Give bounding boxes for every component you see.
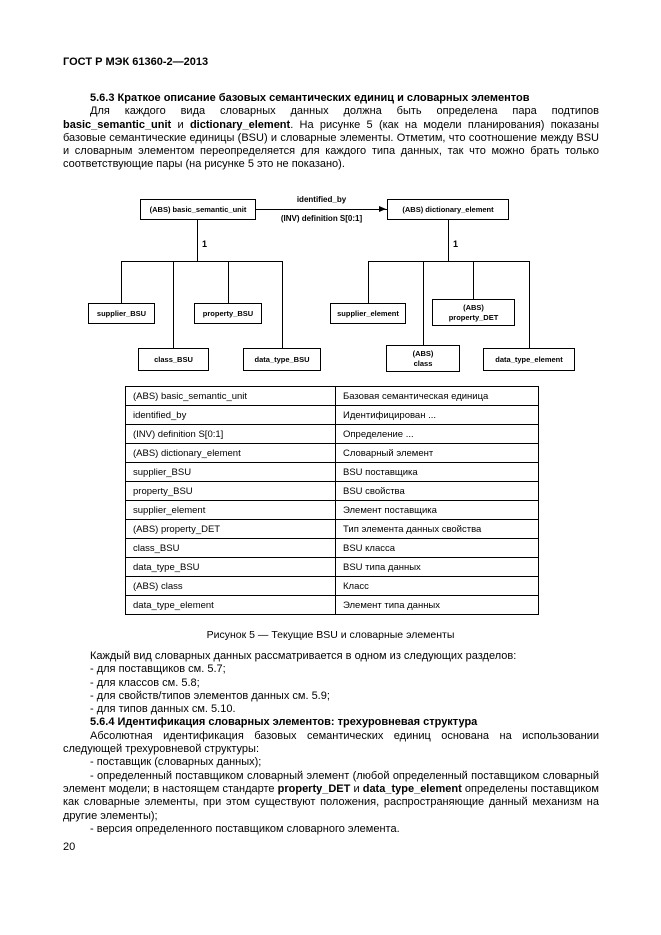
list-item: - для поставщиков см. 5.7; — [90, 663, 226, 676]
section-5-6-3-heading: 5.6.3 Краткое описание базовых семантиче… — [90, 92, 530, 104]
description-cell: Идентифицирован ... — [335, 405, 539, 425]
list-item: - для классов см. 5.8; — [90, 676, 200, 689]
list-item: - для свойств/типов элементов данных см.… — [90, 689, 330, 702]
description-cell: BSU класса — [335, 538, 539, 558]
section-after-figure: Каждый вид словарных данных рассматривае… — [63, 650, 599, 836]
text-segment: - определенный поставщиком словарный эле… — [63, 769, 599, 795]
figure-5-diagram: (ABS) basic_semantic_unit (ABS) dictiona… — [0, 0, 661, 400]
connector-line — [473, 261, 474, 299]
box-dictionary-element: (ABS) dictionary_element — [387, 199, 509, 220]
box-property-det: (ABS) property_DET — [432, 299, 515, 326]
text-segment: определены поставщиком как словарные эле… — [63, 782, 599, 822]
multiplicity-label: 1 — [453, 239, 459, 249]
table-row: (INV) definition S[0:1]Определение ... — [125, 424, 539, 444]
list-item: - поставщик (словарных данных); — [90, 756, 262, 769]
box-basic-semantic-unit: (ABS) basic_semantic_unit — [140, 199, 256, 220]
term-cell: (ABS) dictionary_element — [125, 443, 336, 463]
text-segment: и — [350, 782, 363, 795]
text-segment-bold: property_DET — [277, 782, 351, 795]
connector-line — [173, 261, 174, 348]
description-cell: Элемент типа данных — [335, 595, 539, 615]
connector-line — [282, 261, 283, 348]
page-header: ГОСТ Р МЭК 61360-2—2013 — [63, 56, 209, 68]
connector-line — [256, 209, 387, 210]
section-5-6-4-heading: 5.6.4 Идентификация словарных элементов:… — [90, 716, 478, 729]
box-property-bsu: property_BSU — [194, 303, 262, 324]
term-cell: identified_by — [125, 405, 336, 425]
list-item: - определенный поставщиком словарный эле… — [63, 770, 599, 823]
box-data-type-element: data_type_element — [483, 348, 575, 371]
connector-line — [368, 261, 530, 262]
term-cell: data_type_element — [125, 595, 336, 615]
description-cell: Класс — [335, 576, 539, 596]
term-cell: (ABS) property_DET — [125, 519, 336, 539]
connector-line — [529, 261, 530, 348]
term-cell: supplier_element — [125, 500, 336, 520]
box-supplier-bsu: supplier_BSU — [88, 303, 155, 324]
multiplicity-label: 1 — [202, 239, 208, 249]
text-segment: . На рисунке 5 (как на модели планирован… — [63, 118, 599, 171]
figure-5-caption: Рисунок 5 — Текущие BSU и словарные элем… — [206, 629, 455, 641]
description-cell: BSU свойства — [335, 481, 539, 501]
term-cell: (ABS) class — [125, 576, 336, 596]
term-cell: property_BSU — [125, 481, 336, 501]
connector-line — [121, 261, 122, 303]
description-cell: BSU типа данных — [335, 557, 539, 577]
sections-list-intro: Каждый вид словарных данных рассматривае… — [90, 650, 517, 662]
connector-line — [448, 220, 449, 261]
page-number: 20 — [63, 841, 76, 853]
arrow-right-icon — [379, 206, 386, 212]
description-cell: Определение ... — [335, 424, 539, 444]
connector-line — [197, 220, 198, 261]
section-5-6-3: 5.6.3 Краткое описание базовых семантиче… — [63, 92, 599, 172]
term-cell: supplier_BSU — [125, 462, 336, 482]
description-cell: Базовая семантическая единица — [335, 386, 539, 406]
term-cell: class_BSU — [125, 538, 336, 558]
description-cell: BSU поставщика — [335, 462, 539, 482]
box-supplier-element: supplier_element — [330, 303, 406, 324]
box-data-type-bsu: data_type_BSU — [243, 348, 321, 371]
box-class-bsu: class_BSU — [138, 348, 209, 371]
section-5-6-3-paragraph: Для каждого вида словарных данных должна… — [63, 105, 599, 171]
text-segment-bold: dictionary_element — [189, 118, 291, 131]
term-cell: (INV) definition S[0:1] — [125, 424, 336, 444]
connector-line — [121, 261, 283, 262]
term-cell: data_type_BSU — [125, 557, 336, 577]
description-cell: Тип элемента данных свойства — [335, 519, 539, 539]
text-segment-bold: data_type_element — [362, 782, 462, 795]
text-segment-bold: basic_semantic_unit — [63, 118, 172, 131]
description-cell: Словарный элемент — [335, 443, 539, 463]
box-abs-class: (ABS) class — [386, 345, 460, 372]
connector-line — [228, 261, 229, 303]
text-segment: Для каждого вида словарных данных должна… — [90, 105, 599, 118]
inv-definition-label: (INV) definition S[0:1] — [280, 214, 363, 223]
list-item: - версия определенного поставщиком слова… — [90, 822, 400, 835]
list-item: - для типов данных см. 5.10. — [90, 703, 236, 716]
term-cell: (ABS) basic_semantic_unit — [125, 386, 336, 406]
description-cell: Элемент поставщика — [335, 500, 539, 520]
connector-line — [423, 261, 424, 345]
text-segment: и — [171, 118, 190, 131]
connector-line — [368, 261, 369, 303]
relation-label: identified_by — [296, 195, 347, 204]
section-5-6-4-paragraph: Абсолютная идентификация базовых семанти… — [63, 729, 599, 756]
